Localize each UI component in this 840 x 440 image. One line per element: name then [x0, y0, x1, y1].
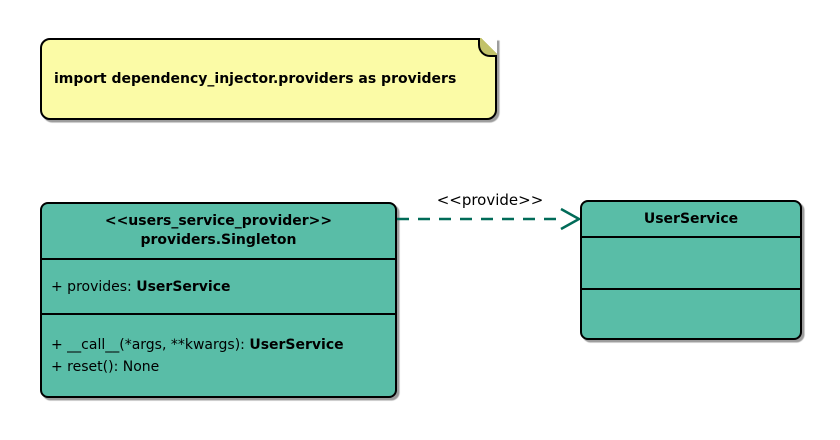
- class-name: UserService: [643, 210, 739, 227]
- note-text: import dependency_injector.providers as …: [54, 71, 457, 87]
- class-header-providers-singleton: <<users_service_provider>> providers.Sin…: [42, 204, 395, 258]
- method-call: + __call__(*args, **kwargs): UserService: [51, 334, 395, 356]
- class-box-user-service: UserService: [580, 200, 802, 340]
- attributes-compartment: + provides: UserService: [42, 258, 395, 313]
- note-import-statement: import dependency_injector.providers as …: [40, 38, 497, 120]
- attributes-compartment-empty: [582, 236, 800, 288]
- provide-dependency-arrow: [397, 207, 582, 231]
- provide-edge-label: <<provide>>: [436, 191, 544, 209]
- methods-compartment-empty: [582, 288, 800, 338]
- method-call-label: + __call__(*args, **kwargs):: [51, 336, 250, 353]
- class-name: providers.Singleton: [140, 232, 297, 248]
- class-header-user-service: UserService: [582, 202, 800, 236]
- attribute-provides-label: + provides:: [51, 278, 137, 295]
- attribute-provides-type: UserService: [136, 278, 231, 295]
- method-call-type: UserService: [249, 336, 344, 353]
- methods-compartment: + __call__(*args, **kwargs): UserService…: [42, 313, 395, 396]
- note-fold-corner-icon: [478, 38, 497, 57]
- method-reset-label: + reset(): None: [51, 358, 160, 375]
- open-arrowhead-icon: [560, 207, 582, 231]
- class-stereotype: <<users_service_provider>>: [104, 213, 333, 229]
- method-reset: + reset(): None: [51, 356, 395, 378]
- class-box-providers-singleton: <<users_service_provider>> providers.Sin…: [40, 202, 397, 398]
- attribute-provides: + provides: UserService: [51, 276, 395, 298]
